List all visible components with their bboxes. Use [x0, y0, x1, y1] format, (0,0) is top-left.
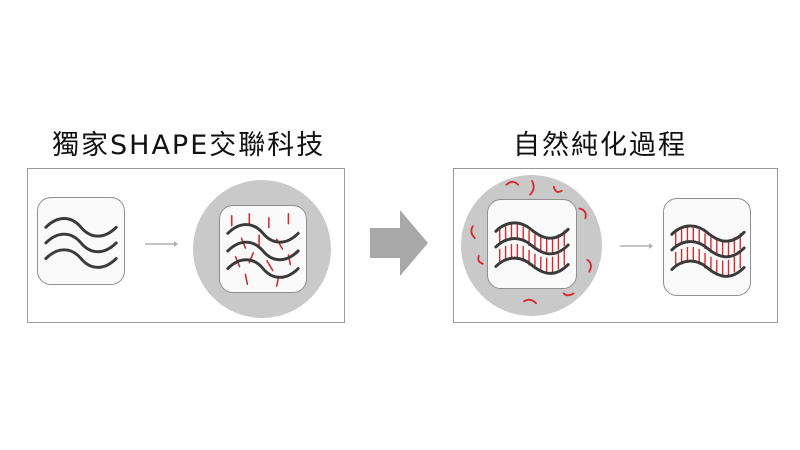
plain-fibers-graphic [44, 217, 118, 269]
fiber-strand [44, 217, 118, 238]
card-plain-fibers [37, 197, 125, 285]
crosslinked-fibers-graphic [494, 221, 570, 275]
residue-fragment [552, 185, 563, 193]
card-purifying-fibers [487, 199, 577, 289]
purified-fibers-graphic [670, 224, 746, 278]
title-natural-purification: 自然純化過程 [513, 130, 687, 161]
residue-fragment [529, 179, 535, 196]
fiber-strand [670, 259, 746, 278]
panel-natural-purification [453, 168, 778, 323]
fiber-strand [670, 224, 746, 243]
fiber-strand [226, 223, 300, 244]
right-arrow-icon [145, 241, 178, 247]
card-purified-fibers [663, 198, 751, 296]
residue-fragment [586, 258, 592, 273]
title-shape-crosslink: 獨家SHAPE交聯科技 [52, 130, 326, 161]
fiber-strand [226, 240, 300, 262]
fiber-strand [226, 258, 300, 279]
card-crosslinking-fibers [219, 205, 307, 293]
crosslinker [244, 273, 249, 285]
crosslinker [266, 259, 274, 272]
residue-fragment [470, 225, 476, 239]
crosslinking-fibers-graphic [226, 213, 300, 287]
residue-fragment [477, 254, 484, 265]
big-right-arrow-icon [370, 210, 428, 276]
residue-fragment [523, 298, 537, 305]
residue-fragments-graphic [470, 179, 592, 305]
fiber-strand [494, 221, 570, 240]
right-arrow-icon [620, 243, 653, 249]
fiber-strand [44, 232, 118, 254]
fiber-strand [670, 240, 746, 259]
residue-fragment [505, 180, 520, 186]
panel-shape-crosslink [27, 168, 345, 323]
residue-fragment [562, 292, 575, 297]
fiber-strand [44, 248, 118, 269]
fiber-strand [494, 256, 570, 275]
residue-fragment [578, 207, 587, 220]
fiber-strand [494, 237, 570, 256]
